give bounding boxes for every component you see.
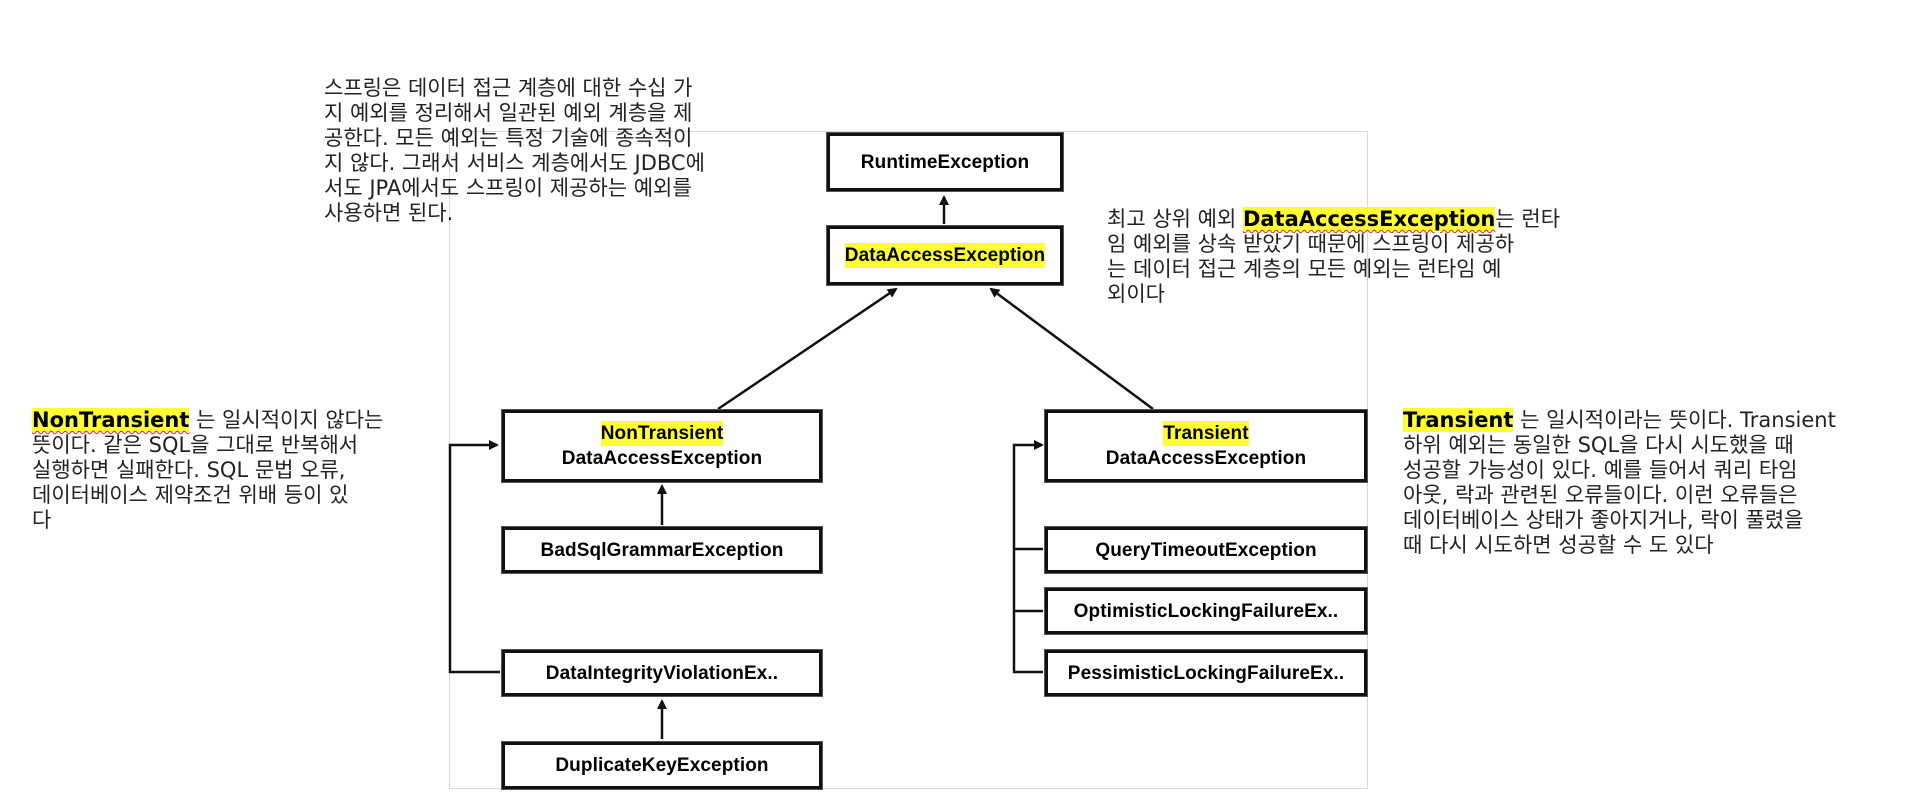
data-access-exception-label: DataAccessException xyxy=(844,243,1046,268)
query-timeout-label: QueryTimeoutException xyxy=(1095,539,1317,561)
bad-sql-grammar-label: BadSqlGrammarException xyxy=(540,539,784,561)
duplicate-key-box: DuplicateKeyException xyxy=(502,742,822,789)
transient-dae-box: Transient DataAccessException xyxy=(1045,410,1367,482)
note-line: 서도 JPA에서도 스프링이 제공하는 예외를 xyxy=(324,176,692,200)
data-integrity-violation-box: DataIntegrityViolationEx.. xyxy=(502,650,822,696)
note-line: NonTransient 는 일시적이지 않다는 xyxy=(32,408,452,433)
arrow-transient-children xyxy=(1012,440,1044,674)
spring-overview-note: 스프링은 데이터 접근 계층에 대한 수십 가 지 예외를 정리해서 일관된 예… xyxy=(324,76,804,226)
nontransient-dae-label: DataAccessException xyxy=(561,448,763,469)
query-timeout-box: QueryTimeoutException xyxy=(1045,527,1367,573)
note-line: Transient 는 일시적이라는 뜻이다. Transient xyxy=(1403,408,1913,433)
note-line: 때 다시 시도하면 성공할 수 도 있다 xyxy=(1403,533,1714,557)
note-line: 임 예외를 상속 받았기 때문에 스프링이 제공하 xyxy=(1107,232,1515,256)
note-text: 는 런타 xyxy=(1495,207,1561,231)
note-line: 스프링은 데이터 접근 계층에 대한 수십 가 xyxy=(324,76,693,100)
note-text: 는 일시적이지 않다는 xyxy=(189,408,384,432)
note-line: 외이다 xyxy=(1107,282,1165,306)
note-line: 데이터베이스 제약조건 위배 등이 있 xyxy=(32,483,349,507)
optimistic-locking-label: OptimisticLockingFailureEx.. xyxy=(1073,600,1339,622)
note-line: 데이터베이스 상태가 좋아지거나, 락이 풀렸을 xyxy=(1403,508,1804,532)
bad-sql-grammar-box: BadSqlGrammarException xyxy=(502,527,822,573)
note-line: 뜻이다. 같은 SQL을 그대로 반복해서 xyxy=(32,433,359,457)
note-line: 지 예외를 정리해서 일관된 예외 계층을 제 xyxy=(324,101,693,125)
note-line: 아웃, 락과 관련된 오류들이다. 이런 오류들은 xyxy=(1403,483,1798,507)
note-line: 하위 예외는 동일한 SQL을 다시 시도했을 때 xyxy=(1403,433,1794,457)
pessimistic-locking-label: PessimisticLockingFailureEx.. xyxy=(1067,662,1345,684)
note-line: 는 데이터 접근 계층의 모든 예외는 런타임 예 xyxy=(1107,257,1502,281)
nontransient-label: NonTransient xyxy=(600,421,724,446)
optimistic-locking-box: OptimisticLockingFailureEx.. xyxy=(1045,588,1367,634)
runtime-exception-box: RuntimeException xyxy=(827,133,1063,191)
runtime-exception-label: RuntimeException xyxy=(860,151,1030,173)
note-line: 최고 상위 예외 DataAccessException는 런타 xyxy=(1107,207,1637,232)
data-access-exception-box: DataAccessException xyxy=(827,226,1063,285)
note-text: 최고 상위 예외 xyxy=(1107,207,1243,231)
note-text: 는 일시적이라는 뜻이다. Transient xyxy=(1513,408,1836,432)
note-line: 실행하면 실패한다. SQL 문법 오류, xyxy=(32,458,346,482)
nontransient-dae-box: NonTransient DataAccessException xyxy=(502,410,822,482)
nontransient-note: NonTransient 는 일시적이지 않다는 뜻이다. 같은 SQL을 그대… xyxy=(32,408,452,533)
nontransient-term: NonTransient xyxy=(32,408,190,432)
duplicate-key-label: DuplicateKeyException xyxy=(555,755,769,776)
transient-dae-label: DataAccessException xyxy=(1105,448,1307,469)
arrow-integrity-to-nontransient xyxy=(448,440,500,674)
transient-term: Transient xyxy=(1403,408,1514,432)
data-integrity-violation-label: DataIntegrityViolationEx.. xyxy=(545,662,779,684)
data-access-exception-note: 최고 상위 예외 DataAccessException는 런타 임 예외를 상… xyxy=(1107,207,1637,307)
note-line: 사용하면 된다. xyxy=(324,201,454,225)
arrow-nontransient-to-dae xyxy=(717,287,898,411)
data-access-exception-term: DataAccessException xyxy=(1242,207,1496,231)
note-line: 다 xyxy=(32,508,52,532)
arrow-transient-to-dae xyxy=(989,287,1154,411)
transient-note: Transient 는 일시적이라는 뜻이다. Transient 하위 예외는… xyxy=(1403,408,1913,558)
pessimistic-locking-box: PessimisticLockingFailureEx.. xyxy=(1045,650,1367,696)
note-line: 성공할 가능성이 있다. 예를 들어서 쿼리 타임 xyxy=(1403,458,1798,482)
note-line: 지 않다. 그래서 서비스 계층에서도 JDBC에 xyxy=(324,151,705,175)
transient-label: Transient xyxy=(1163,421,1249,446)
note-line: 공한다. 모든 예외는 특정 기술에 종속적이 xyxy=(324,126,693,150)
